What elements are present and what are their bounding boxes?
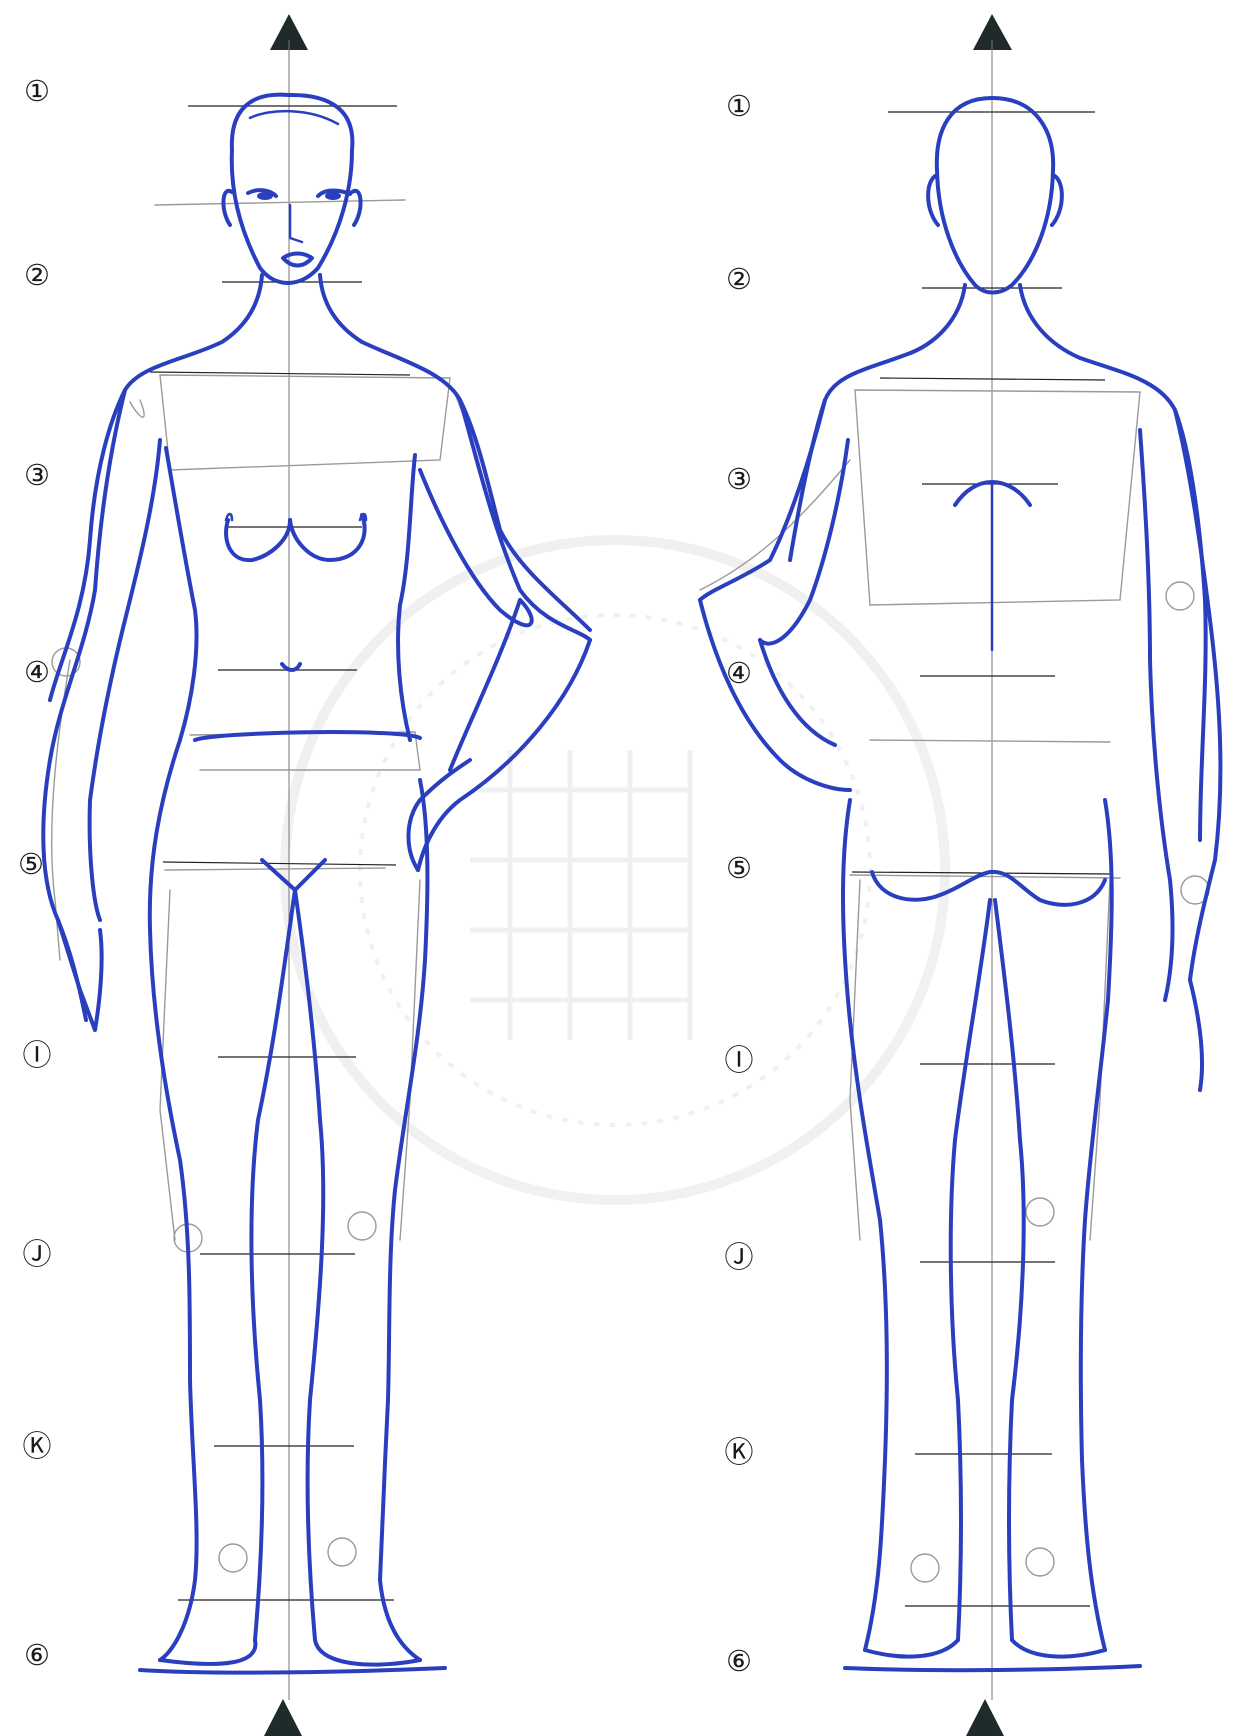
watermark-seal [285, 540, 945, 1200]
back-construction [700, 390, 1209, 1582]
back-level-lines [852, 112, 1110, 1606]
triangle-up-icon [966, 1699, 1004, 1736]
triangle-up-icon [264, 1699, 302, 1736]
back-figure [700, 40, 1220, 1700]
